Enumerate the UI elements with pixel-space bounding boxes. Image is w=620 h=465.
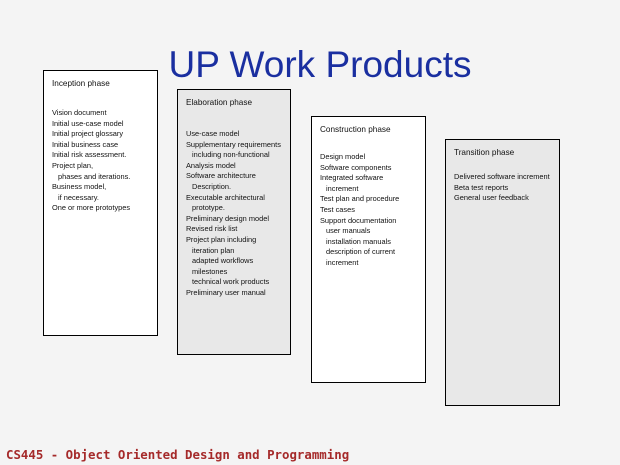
phase-item: Vision document <box>52 108 107 117</box>
phase-item: Preliminary user manual <box>186 287 266 297</box>
phase-item: Revised risk list <box>186 224 238 234</box>
phase-item: prototype. <box>192 203 225 213</box>
slide-footer: CS445 - Object Oriented Design and Progr… <box>6 447 350 462</box>
phase-item: Executable architectural <box>186 192 265 202</box>
phase-title: Transition phase <box>454 148 515 157</box>
phase-item: Software architecture <box>186 171 256 181</box>
phase-item: Initial business case <box>52 139 119 149</box>
phase-item: Delivered software increment <box>454 172 550 181</box>
phase-item: Preliminary design model <box>186 213 269 223</box>
phase-item: Initial risk assessment. <box>52 150 127 160</box>
phase-item: milestones <box>192 266 228 276</box>
phase-item: Beta test reports <box>454 182 509 192</box>
phase-item: increment <box>326 257 359 267</box>
phase-item: One or more prototypes <box>52 203 131 213</box>
phase-item: increment <box>326 183 359 193</box>
phase-item: Support documentation <box>320 215 397 225</box>
phase-title: Inception phase <box>52 79 110 88</box>
phase-item: Initial project glossary <box>52 129 124 139</box>
phase-title: Construction phase <box>320 125 391 134</box>
phase-item: General user feedback <box>454 193 529 203</box>
phase-item: Initial use-case model <box>52 118 124 128</box>
phase-title: Elaboration phase <box>186 98 253 107</box>
phase-item: description of current <box>326 247 396 257</box>
phase-item: Use-case model <box>186 129 240 138</box>
phase-item: phases and iterations. <box>58 171 131 181</box>
phase-item: Business model, <box>52 182 107 192</box>
phase-item: adapted workflows <box>192 256 254 266</box>
phase-item: Design model <box>320 152 366 161</box>
phase-item: Software components <box>320 162 392 172</box>
phase-item: Supplementary requirements <box>186 139 281 149</box>
phase-item: user manuals <box>326 226 371 236</box>
phase-item: Integrated software <box>320 173 384 183</box>
phase-item: installation manuals <box>326 236 391 246</box>
transition-phase-box: Transition phase Delivered software incr… <box>445 139 560 406</box>
phase-item: Test cases <box>320 204 355 214</box>
phase-item: Project plan including <box>186 234 257 244</box>
phase-item: Test plan and procedure <box>320 194 400 204</box>
slide-title: UP Work Products <box>168 44 472 85</box>
phase-item: Analysis model <box>186 160 236 170</box>
phase-item: Project plan, <box>52 160 94 170</box>
phase-item: Description. <box>192 181 232 191</box>
phase-item: including non-functional <box>192 150 270 160</box>
phase-item: iteration plan <box>192 245 235 255</box>
phase-item: technical work products <box>192 277 270 287</box>
phase-item: if necessary. <box>58 192 99 202</box>
